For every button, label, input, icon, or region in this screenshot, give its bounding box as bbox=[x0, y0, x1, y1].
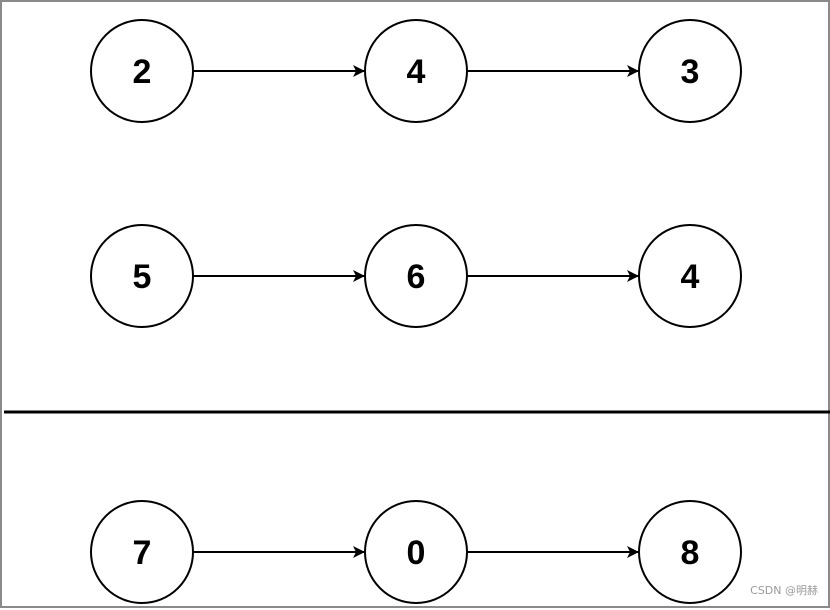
node-circle bbox=[638, 224, 742, 328]
list-node: 5 bbox=[90, 224, 194, 328]
node-circle bbox=[90, 500, 194, 604]
linked-list-3: 7 0 8 bbox=[90, 500, 742, 604]
node-circle bbox=[90, 224, 194, 328]
node-value: 5 bbox=[133, 258, 152, 296]
list-node: 8 bbox=[638, 500, 742, 604]
lists-layer: 2 4 3 5 6 4 7 0 8 bbox=[4, 19, 830, 604]
node-value: 4 bbox=[681, 258, 700, 296]
node-value: 3 bbox=[681, 53, 700, 91]
node-value: 4 bbox=[407, 53, 426, 91]
linked-list-2: 5 6 4 bbox=[90, 224, 742, 328]
node-value: 6 bbox=[407, 258, 426, 296]
list-node: 4 bbox=[364, 19, 468, 123]
node-circle bbox=[638, 500, 742, 604]
node-circle bbox=[638, 19, 742, 123]
node-value: 2 bbox=[133, 53, 152, 91]
list-node: 2 bbox=[90, 19, 194, 123]
list-node: 4 bbox=[638, 224, 742, 328]
list-node: 3 bbox=[638, 19, 742, 123]
linked-list-1: 2 4 3 bbox=[90, 19, 742, 123]
node-value: 8 bbox=[681, 534, 700, 572]
watermark: CSDN @明赫 bbox=[750, 584, 818, 597]
node-value: 7 bbox=[133, 534, 152, 572]
node-circle bbox=[364, 500, 468, 604]
node-circle bbox=[364, 224, 468, 328]
list-node: 7 bbox=[90, 500, 194, 604]
node-circle bbox=[364, 19, 468, 123]
node-circle bbox=[90, 19, 194, 123]
node-value: 0 bbox=[407, 534, 426, 572]
list-node: 6 bbox=[364, 224, 468, 328]
list-node: 0 bbox=[364, 500, 468, 604]
